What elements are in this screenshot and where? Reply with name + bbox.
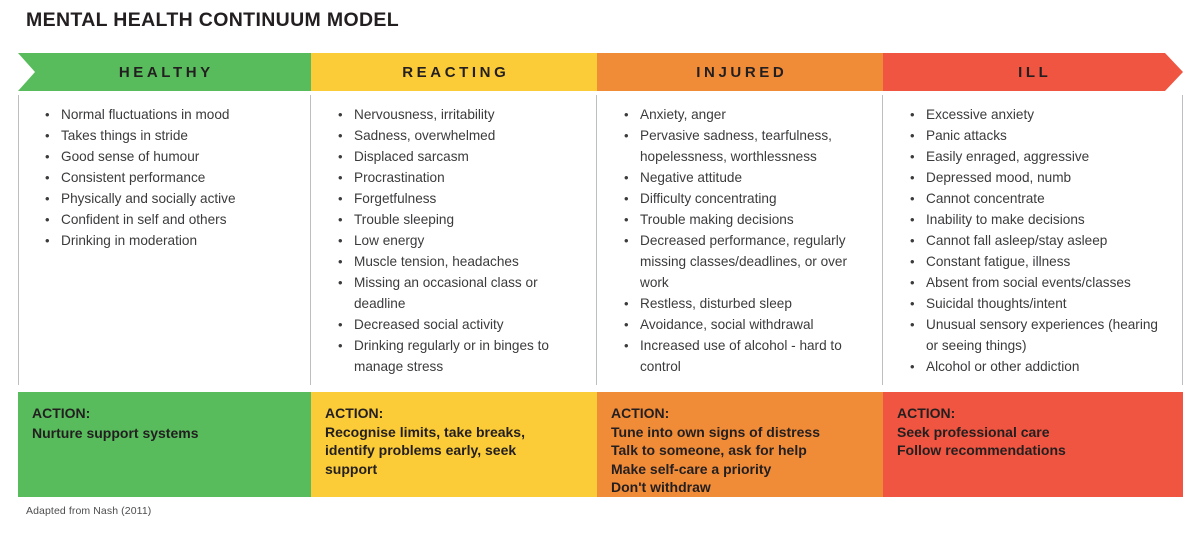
- symptom-item: Normal fluctuations in mood: [32, 104, 297, 125]
- action-label-healthy: ACTION:: [32, 405, 91, 421]
- symptom-item: Forgetfulness: [325, 188, 583, 209]
- symptom-item: Absent from social events/classes: [897, 272, 1169, 293]
- symptom-column-healthy: Normal fluctuations in moodTakes things …: [18, 95, 311, 385]
- symptom-list-ill: Excessive anxietyPanic attacksEasily enr…: [897, 104, 1169, 377]
- symptom-item: Restless, disturbed sleep: [611, 293, 869, 314]
- band-reacting: REACTING: [311, 53, 597, 91]
- symptom-column-injured: Anxiety, angerPervasive sadness, tearful…: [597, 95, 883, 385]
- continuum-banner: HEALTHY REACTING INJURED ILL: [18, 53, 1183, 91]
- action-line: Tune into own signs of distress: [611, 423, 820, 440]
- symptom-item: Confident in self and others: [32, 209, 297, 230]
- symptom-item: Alcohol or other addiction: [897, 356, 1169, 377]
- column-divider: [882, 95, 883, 385]
- action-row: ACTION: Nurture support systems ACTION: …: [18, 392, 1183, 497]
- page-title: MENTAL HEALTH CONTINUUM MODEL: [26, 9, 400, 31]
- symptom-item: Drinking regularly or in binges to manag…: [325, 335, 583, 377]
- symptom-item: Suicidal thoughts/intent: [897, 293, 1169, 314]
- symptom-item: Nervousness, irritability: [325, 104, 583, 125]
- symptom-item: Missing an occasional class or deadline: [325, 272, 583, 314]
- column-divider: [1182, 95, 1183, 385]
- symptom-item: Easily enraged, aggressive: [897, 146, 1169, 167]
- symptom-item: Cannot fall asleep/stay asleep: [897, 230, 1169, 251]
- symptom-item: Physically and socially active: [32, 188, 297, 209]
- symptom-item: Panic attacks: [897, 125, 1169, 146]
- band-label-reacting: REACTING: [402, 63, 510, 81]
- symptom-item: Increased use of alcohol - hard to contr…: [611, 335, 869, 377]
- symptom-item: Takes things in stride: [32, 125, 297, 146]
- action-line: Follow recommendations: [897, 442, 1066, 458]
- symptom-item: Consistent performance: [32, 167, 297, 188]
- symptom-item: Decreased social activity: [325, 314, 583, 335]
- symptom-item: Excessive anxiety: [897, 104, 1169, 125]
- symptom-item: Sadness, overwhelmed: [325, 125, 583, 146]
- action-cell-healthy: ACTION: Nurture support systems: [18, 392, 311, 497]
- symptom-item: Unusual sensory experiences (hearing or …: [897, 314, 1169, 356]
- symptom-item: Displaced sarcasm: [325, 146, 583, 167]
- symptom-item: Cannot concentrate: [897, 188, 1169, 209]
- action-line: identify problems early, seek: [325, 442, 517, 458]
- column-divider: [596, 95, 597, 385]
- symptom-column-ill: Excessive anxietyPanic attacksEasily enr…: [883, 95, 1183, 385]
- action-cell-reacting: ACTION: Recognise limits, take breaks, id…: [311, 392, 597, 497]
- symptom-item: Negative attitude: [611, 167, 869, 188]
- symptom-item: Procrastination: [325, 167, 583, 188]
- action-label-reacting: ACTION:: [325, 405, 384, 421]
- band-ill: ILL: [883, 53, 1183, 91]
- symptom-list-reacting: Nervousness, irritabilitySadness, overwh…: [325, 104, 583, 377]
- action-line: support: [325, 460, 378, 477]
- symptom-item: Trouble making decisions: [611, 209, 869, 230]
- symptom-item: Good sense of humour: [32, 146, 297, 167]
- symptom-list-healthy: Normal fluctuations in moodTakes things …: [32, 104, 297, 251]
- source-attribution: Adapted from Nash (2011): [26, 505, 152, 517]
- band-label-healthy: HEALTHY: [118, 63, 214, 81]
- symptom-columns: Normal fluctuations in moodTakes things …: [18, 95, 1183, 385]
- symptom-item: Inability to make decisions: [897, 209, 1169, 230]
- action-text-healthy: Nurture support systems: [32, 424, 297, 444]
- action-label-ill: ACTION:: [897, 405, 956, 421]
- symptom-item: Low energy: [325, 230, 583, 251]
- symptom-item: Muscle tension, headaches: [325, 251, 583, 272]
- action-line: Don't withdraw: [611, 479, 711, 495]
- band-injured: INJURED: [597, 53, 883, 91]
- band-label-injured: INJURED: [696, 63, 788, 81]
- band-healthy: HEALTHY: [18, 53, 311, 91]
- action-line: Seek professional care: [897, 423, 1050, 440]
- action-line: Recognise limits, take breaks,: [325, 423, 525, 440]
- symptom-item: Pervasive sadness, tearfulness, hopeless…: [611, 125, 869, 167]
- symptom-item: Constant fatigue, illness: [897, 251, 1169, 272]
- symptom-item: Difficulty concentrating: [611, 188, 869, 209]
- action-line: Talk to someone, ask for help: [611, 442, 807, 458]
- action-label-injured: ACTION:: [611, 405, 670, 421]
- action-line: Make self-care a priority: [611, 460, 772, 477]
- symptom-item: Decreased performance, regularly missing…: [611, 230, 869, 293]
- symptom-item: Avoidance, social withdrawal: [611, 314, 869, 335]
- action-text-reacting: Recognise limits, take breaks, identify p…: [325, 423, 583, 479]
- symptom-item: Depressed mood, numb: [897, 167, 1169, 188]
- column-divider-left: [18, 95, 19, 385]
- symptom-item: Trouble sleeping: [325, 209, 583, 230]
- symptom-item: Anxiety, anger: [611, 104, 869, 125]
- band-label-ill: ILL: [1018, 63, 1052, 81]
- symptom-list-injured: Anxiety, angerPervasive sadness, tearful…: [611, 104, 869, 377]
- action-line: Nurture support systems: [32, 424, 199, 441]
- symptom-item: Drinking in moderation: [32, 230, 297, 251]
- column-divider: [310, 95, 311, 385]
- symptom-column-reacting: Nervousness, irritabilitySadness, overwh…: [311, 95, 597, 385]
